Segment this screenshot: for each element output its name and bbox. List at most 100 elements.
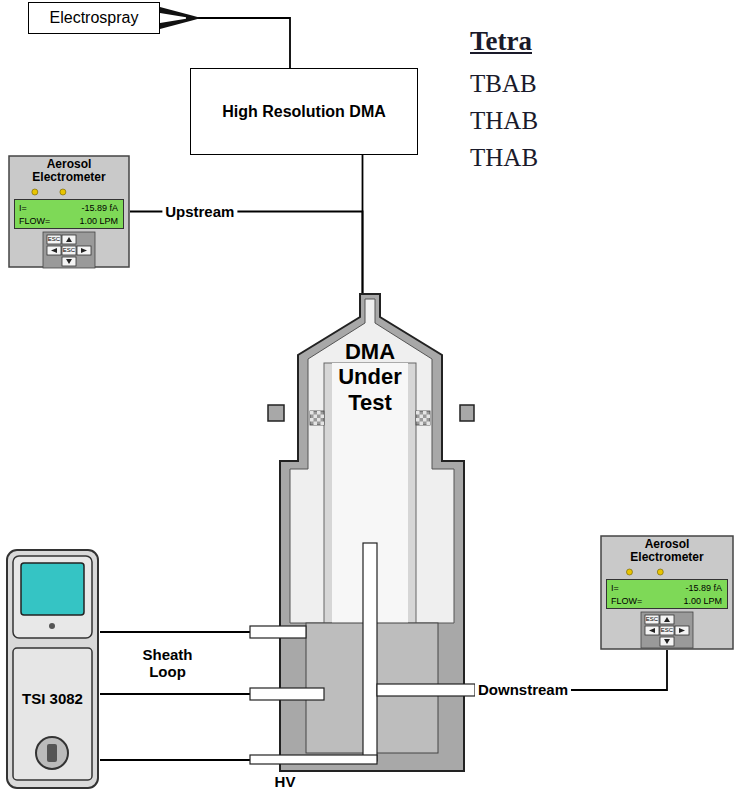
connector-line [100, 631, 250, 633]
meter-node: Aerosol ElectrometerI= -15.89 fA FLOW= 1.00… [8, 155, 130, 268]
indicator-led [60, 189, 66, 195]
indicator-led [626, 569, 632, 575]
display-reading: I= [19, 203, 27, 214]
compound-name: THAB [470, 144, 538, 173]
connector-line [100, 693, 250, 695]
display-reading: FLOW= [19, 216, 50, 227]
front-panel [13, 648, 92, 780]
button-label: ESC [645, 615, 659, 624]
right-arrow [81, 248, 87, 253]
center-rod [363, 543, 377, 761]
keypad-button [660, 615, 674, 624]
knob-grip [47, 744, 57, 762]
sheath-inlet [250, 626, 306, 638]
compound-name: TBAB [470, 70, 537, 99]
screen-mesh [420, 422, 424, 426]
screen-mesh [314, 422, 318, 426]
left-arrow [649, 628, 655, 633]
connection-label: Sheath Loop [133, 646, 203, 681]
keypad-button [675, 626, 689, 635]
button-label: ESC [660, 626, 674, 635]
keypad-button [47, 246, 61, 255]
keypad-button [62, 257, 76, 266]
up-arrow [664, 617, 670, 622]
display-reading: I= [611, 583, 619, 594]
keypad-button [62, 235, 76, 244]
spray-nozzle [160, 7, 201, 29]
status-dot [49, 623, 55, 629]
display-panel: I=-15.89 fAFLOW=1.00 LPM [606, 579, 728, 609]
control-knob [36, 737, 68, 769]
screen-mesh [416, 418, 420, 422]
tsi-node: TSI 3082 [5, 548, 100, 790]
box-node: Electrospray [28, 2, 160, 34]
meter-housing [9, 156, 129, 267]
indicator-led [657, 569, 663, 575]
display-reading: -15.89 fA [685, 583, 722, 594]
down-arrow [664, 639, 670, 644]
dma-node: DMA Under Test [250, 293, 475, 773]
meter-housing [601, 536, 733, 649]
inlet-port [268, 405, 284, 421]
box-label: Electrospray [50, 9, 139, 27]
right-arrow [679, 628, 685, 633]
device-name: Aerosol Electrometer [600, 538, 734, 564]
box-node: High Resolution DMA [190, 68, 418, 155]
keypad-button [62, 246, 76, 255]
hv-feed [250, 755, 377, 764]
keypad-button [47, 235, 61, 244]
keypad-button [77, 246, 91, 255]
display-panel: I= -15.89 fA FLOW= 1.00 LPM [14, 199, 124, 229]
keypad-button [645, 615, 659, 624]
connection-label: Downstream [475, 681, 571, 698]
indicator-led [32, 189, 38, 195]
screen-mesh [321, 422, 325, 426]
connection-label: HV [275, 773, 296, 790]
sheath-screen [310, 411, 324, 425]
keypad-button [660, 637, 674, 646]
sheath-screen [416, 411, 430, 425]
screen-mesh [317, 411, 321, 415]
touch-screen [21, 563, 84, 615]
screen-mesh [427, 422, 431, 426]
keypad-frame [641, 612, 693, 648]
screen-bezel [13, 556, 92, 638]
box-label: High Resolution DMA [222, 103, 386, 121]
heading-text: Tetra [470, 26, 532, 57]
screen-mesh [420, 415, 424, 419]
compound-name: THAB [470, 107, 538, 136]
button-label: ESC [62, 246, 76, 255]
screen-mesh [310, 418, 314, 422]
display-reading: 1.00 LPM [683, 596, 722, 607]
screen-mesh [416, 411, 420, 415]
classifier-drawing [5, 548, 100, 790]
screen-mesh [317, 418, 321, 422]
keypad-button [660, 626, 674, 635]
screen-mesh [427, 415, 431, 419]
meter-node: Aerosol ElectrometerI=-15.89 fAFLOW=1.00… [600, 535, 734, 650]
excess-outlet [250, 688, 324, 700]
display-reading: -15.89 fA [81, 203, 118, 214]
device-name: DMA Under Test [330, 339, 410, 415]
screen-mesh [423, 418, 427, 422]
side-port [460, 405, 474, 421]
tsi-housing [7, 550, 98, 788]
connector-line [160, 18, 290, 68]
connector-line [100, 759, 250, 761]
keypad-frame [43, 232, 95, 268]
screen-mesh [314, 415, 318, 419]
display-reading: 1.00 LPM [79, 216, 118, 227]
button-label: ESC [47, 235, 61, 244]
screen-mesh [423, 411, 427, 415]
connection-label: Upstream [162, 203, 237, 220]
screen-mesh [321, 415, 325, 419]
nozzle-bore [160, 13, 186, 23]
left-arrow [51, 248, 57, 253]
device-name: TSI 3082 [5, 690, 100, 707]
screen-mesh [310, 411, 314, 415]
down-arrow [66, 259, 72, 264]
connector-line [130, 212, 363, 294]
keypad-button [645, 626, 659, 635]
device-name: Aerosol Electrometer [8, 158, 130, 184]
